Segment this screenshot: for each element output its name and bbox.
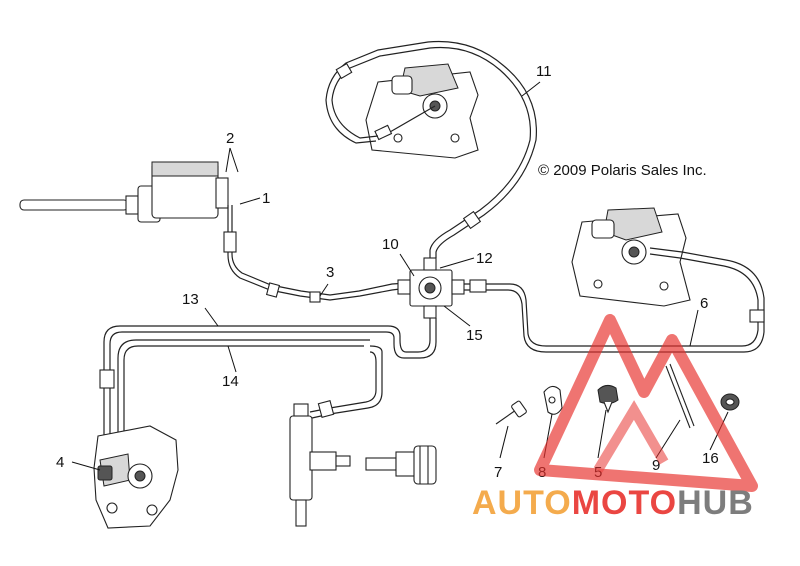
- master-cylinder: [19, 161, 229, 223]
- callout-3: 3: [326, 264, 334, 281]
- clamp-5: [597, 384, 619, 414]
- bracket-8: [543, 385, 563, 415]
- leader-lines: [71, 81, 729, 471]
- copyright-text: © 2009 Polaris Sales Inc.: [538, 162, 707, 179]
- right-caliper: [571, 207, 691, 307]
- callout-9: 9: [652, 457, 660, 474]
- callout-14: 14: [222, 373, 239, 390]
- callout-4: 4: [56, 454, 64, 471]
- brake-line-6: [464, 247, 765, 353]
- banjo-fitting: [289, 403, 351, 527]
- callout-2: 2: [226, 130, 234, 147]
- callout-6: 6: [700, 295, 708, 312]
- upper-caliper: [365, 63, 479, 159]
- callout-13: 13: [182, 291, 199, 308]
- junction-block: [397, 257, 465, 319]
- callout-1: 1: [262, 190, 270, 207]
- watermark-auto: AUTOMOTOHUB: [472, 484, 754, 522]
- rear-caliper: [93, 425, 179, 529]
- watermark-logo: AUTOMOTOHUB: [472, 314, 758, 522]
- callout-12: 12: [476, 250, 493, 267]
- brake-line-11: [325, 40, 537, 258]
- brake-line-3: [223, 205, 409, 303]
- bleeder-screw-7: [495, 400, 527, 425]
- brake-switch: [365, 445, 437, 485]
- callout-15: 15: [466, 327, 483, 344]
- callout-7: 7: [494, 464, 502, 481]
- grommet-16: [720, 393, 740, 411]
- rod-9: [665, 363, 695, 429]
- callout-10: 10: [382, 236, 399, 253]
- callout-16: 16: [702, 450, 719, 467]
- callout-11: 11: [536, 63, 552, 80]
